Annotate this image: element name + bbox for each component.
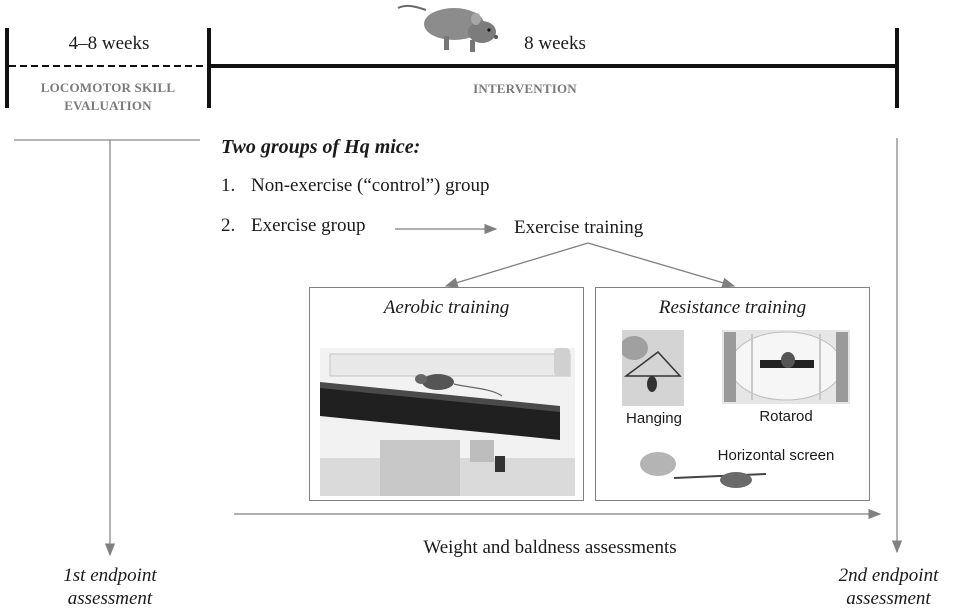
phase1-label-line2: EVALUATION [64,98,152,113]
group2-text: Exercise group [251,215,366,236]
rotarod-photo [722,330,850,404]
exercise-training-label: Exercise training [514,217,644,238]
endpoint1-line1: 1st endpoint [63,565,157,586]
phase1-label-line1: LOCOMOTOR SKILL [40,80,176,95]
aerobic-training-panel: Aerobic training [309,287,584,501]
to-aerobic-arrow [444,242,589,288]
rotarod-label: Rotarod [759,408,813,425]
resistance-title: Resistance training [658,297,807,318]
to-resistance-arrow [587,242,736,288]
endpoint1-line2: assessment [67,588,153,609]
group1-number: 1. [221,175,236,196]
groups-heading: Two groups of Hq mice: [221,136,421,158]
phase2-label: INTERVENTION [473,81,577,96]
aerobic-title: Aerobic training [383,297,510,318]
endpoint2-line1: 2nd endpoint [838,565,939,586]
hanging-photo [622,330,684,406]
horizontal-screen-photo [640,440,770,492]
hanging-label: Hanging [626,410,682,427]
phase2-duration: 8 weeks [524,33,586,54]
resistance-training-panel: Resistance training Hanging Rotarod Hori… [595,287,870,501]
group2-number: 2. [221,215,236,236]
group1-text: Non-exercise (“control”) group [251,175,490,196]
horizontal-screen-label: Horizontal screen [717,447,835,464]
phase1-duration: 4–8 weeks [68,33,150,54]
treadmill-photo [320,348,575,496]
mouse-illustration [397,4,498,52]
assessments-label: Weight and baldness assessments [423,537,677,558]
endpoint2-line2: assessment [846,588,931,609]
